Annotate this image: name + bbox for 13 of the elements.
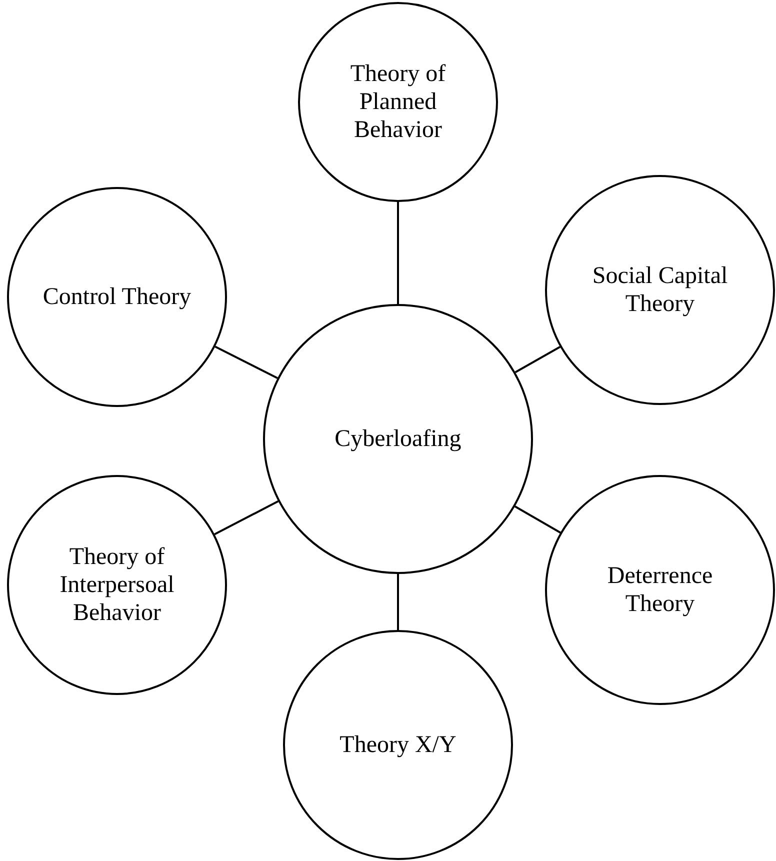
node-label: Theory of Interpersoal Behavior: [58, 543, 176, 627]
connector-line: [214, 346, 278, 379]
node-label: Deterrence Theory: [606, 562, 714, 618]
node-label: Theory X/Y: [340, 731, 456, 759]
connector-line: [397, 202, 399, 304]
connector-line: [514, 346, 561, 374]
node-label: Control Theory: [42, 283, 192, 311]
connector-line: [514, 506, 561, 534]
connector-line: [214, 500, 279, 536]
node-label: Theory of Planned Behavior: [349, 60, 447, 144]
node-label: Cyberloafing: [334, 425, 462, 453]
connector-line: [397, 574, 399, 630]
node-label: Social Capital Theory: [591, 262, 729, 318]
